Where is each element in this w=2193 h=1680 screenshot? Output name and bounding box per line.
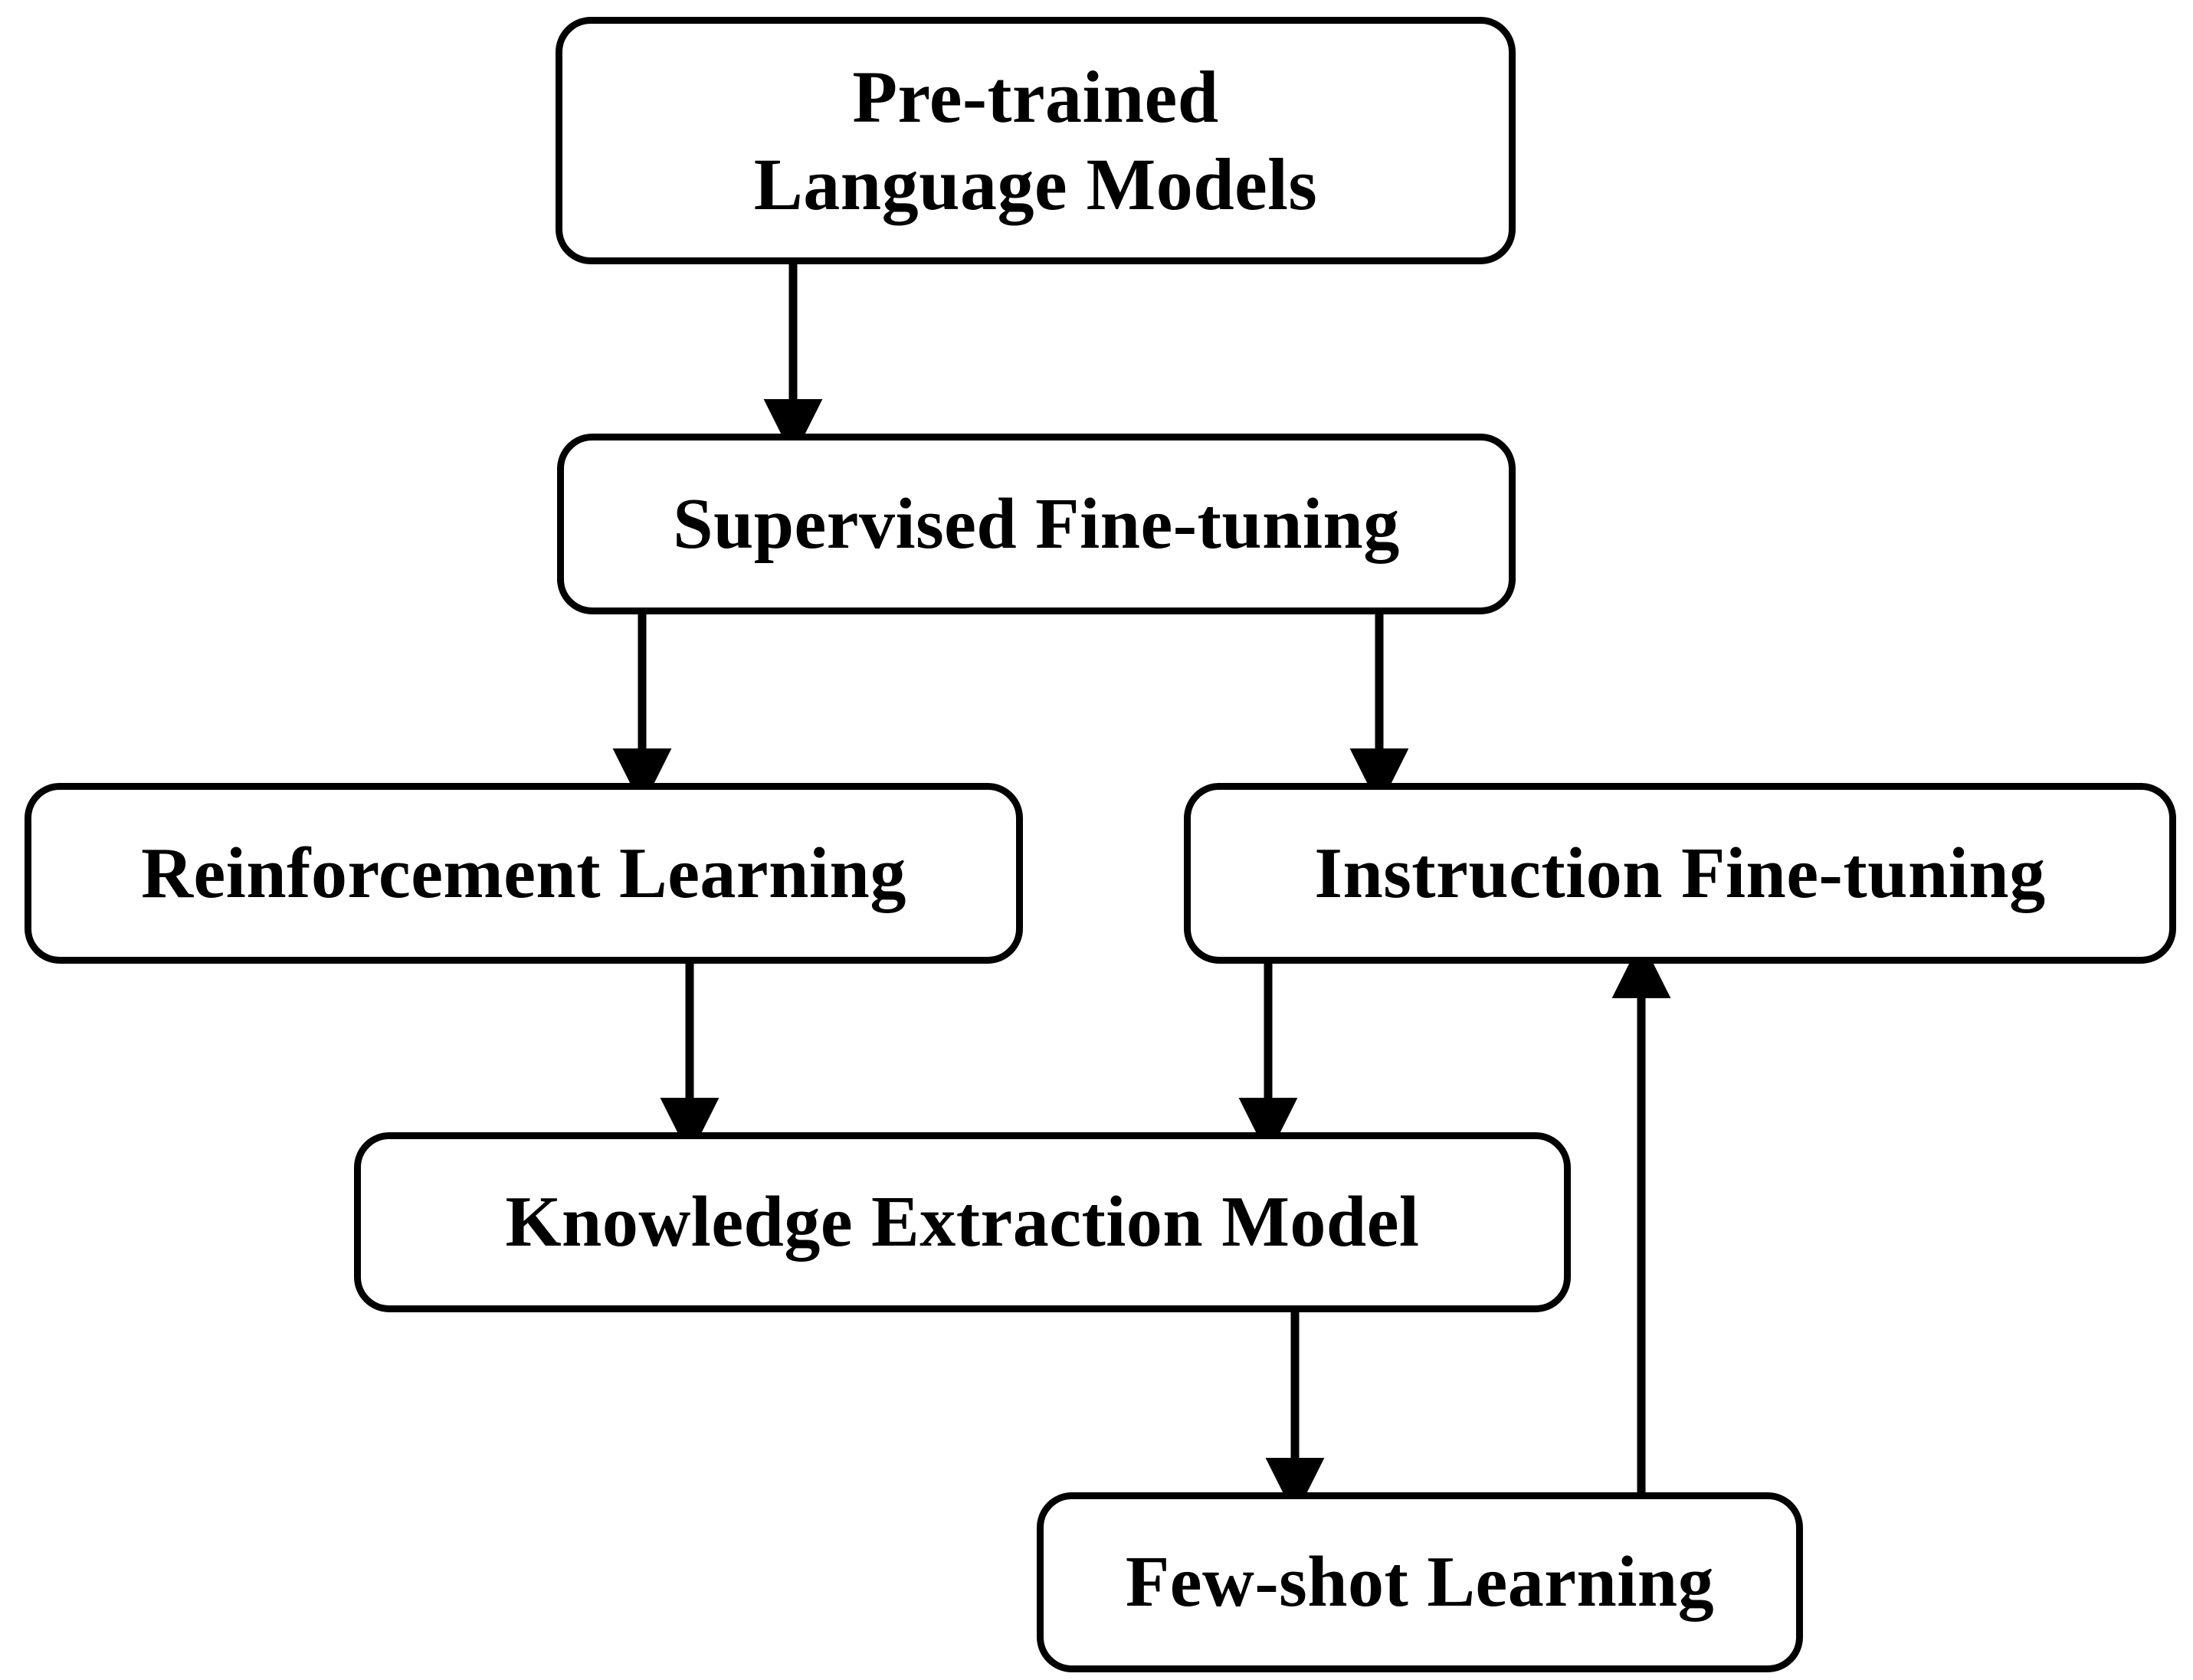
node-supervised-fine-tuning[interactable]: Supervised Fine-tuning [557, 434, 1516, 614]
node-label-few-shot-learning: Few-shot Learning [1125, 1542, 1715, 1623]
node-label-pretrained-language-models: Pre-trained Language Models [753, 56, 1318, 225]
node-few-shot-learning[interactable]: Few-shot Learning [1037, 1492, 1803, 1672]
node-pretrained-language-models[interactable]: Pre-trained Language Models [556, 17, 1516, 264]
node-reinforcement-learning[interactable]: Reinforcement Learning [25, 783, 1023, 964]
node-knowledge-extraction-model[interactable]: Knowledge Extraction Model [354, 1132, 1571, 1312]
node-instruction-fine-tuning[interactable]: Instruction Fine-tuning [1184, 783, 2176, 964]
node-label-supervised-fine-tuning: Supervised Fine-tuning [673, 483, 1400, 564]
node-label-knowledge-extraction-model: Knowledge Extraction Model [505, 1182, 1420, 1262]
node-label-instruction-fine-tuning: Instruction Fine-tuning [1314, 833, 2046, 913]
node-label-reinforcement-learning: Reinforcement Learning [141, 833, 906, 913]
